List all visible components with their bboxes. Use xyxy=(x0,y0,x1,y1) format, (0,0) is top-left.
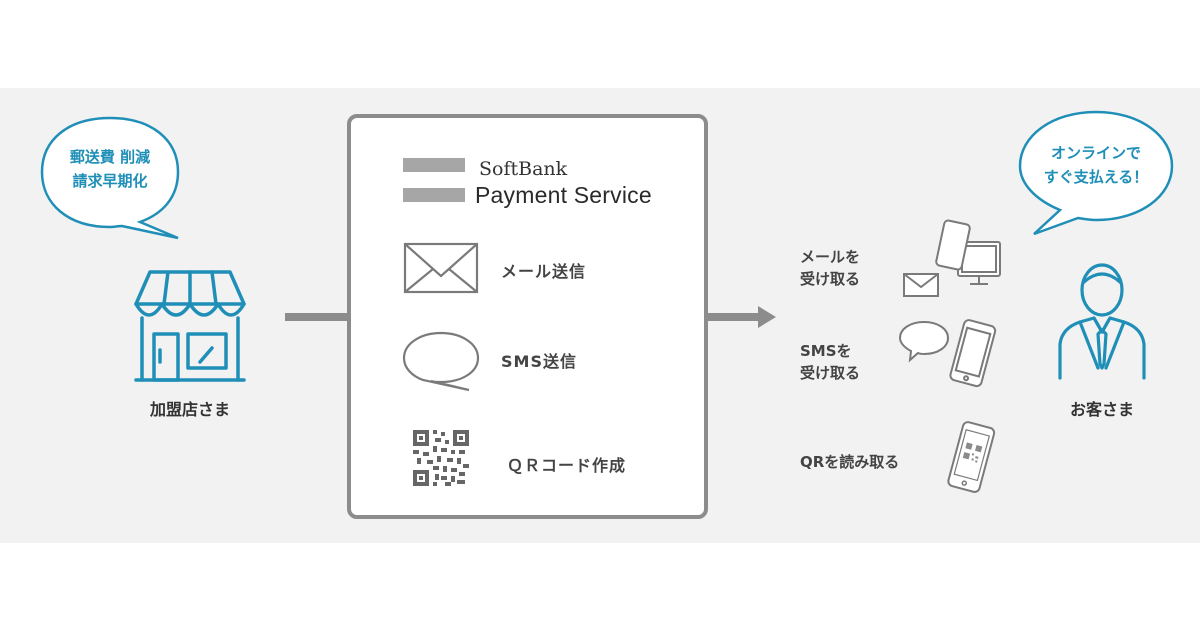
feature-label-sms: SMS送信 xyxy=(501,352,577,371)
speech-bubble-icon xyxy=(40,116,180,240)
receive-label-sms: SMSを 受け取る xyxy=(800,342,861,382)
store-icon xyxy=(130,268,250,386)
customer-label: お客さま xyxy=(1069,400,1134,419)
logo-bar-top xyxy=(403,158,465,172)
phone-and-monitor-icon xyxy=(900,218,1010,302)
chat-bubble-icon xyxy=(401,330,481,392)
merchant-label: 加盟店さま xyxy=(149,400,230,419)
feature-label-email: メール送信 xyxy=(501,262,587,281)
speech-bubble-icon xyxy=(1018,110,1174,236)
merchant-speech-bubble: 郵送費 削減 請求早期化 xyxy=(30,110,190,240)
logo-payment-service: Payment Service xyxy=(475,182,652,208)
merchant-bubble-line1: 郵送費 削減 xyxy=(69,148,151,166)
chat-and-phone-icon xyxy=(896,316,1006,396)
customer-speech-bubble: オンラインで すぐ支払える！ xyxy=(1012,106,1180,238)
person-icon xyxy=(1054,260,1150,382)
customer-bubble-line1: オンラインで xyxy=(1050,144,1141,162)
service-card: SoftBank Payment Service メール送信 SMS送信 xyxy=(347,114,708,519)
arrow-right-icon xyxy=(708,304,778,330)
qr-code-icon xyxy=(413,430,469,486)
merchant-bubble-line2: 請求早期化 xyxy=(72,172,148,190)
customer-bubble-line2: すぐ支払える！ xyxy=(1043,168,1149,186)
logo-softbank: SoftBank xyxy=(479,158,568,180)
connector-line-left xyxy=(285,313,347,321)
logo-bar-bottom xyxy=(403,188,465,202)
phone-qr-icon xyxy=(936,418,1006,498)
receive-label-email: メールを 受け取る xyxy=(800,248,861,288)
envelope-icon xyxy=(403,242,479,294)
receive-label-qr: QRを読み取る xyxy=(800,453,900,471)
feature-label-qr: ＱＲコード作成 xyxy=(507,456,627,475)
